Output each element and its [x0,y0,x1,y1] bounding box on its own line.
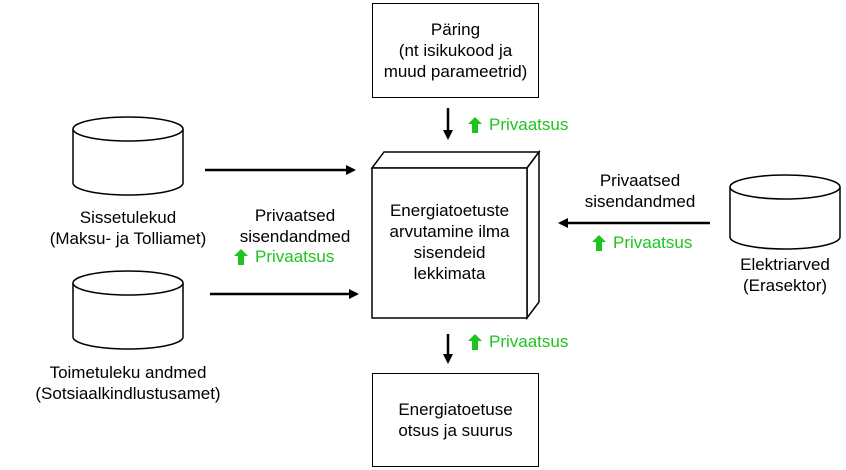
green-up-arrow-icon [592,234,606,251]
green-up-arrow-icon [468,116,482,133]
query-line-3: muud parameetrid) [383,62,528,81]
private-inputs-left-line-2: sisendandmed [239,227,351,246]
decision-line-2: otsus ja suurus [398,421,513,440]
decision-box: Energiatoetuse otsus ja suurus [372,373,539,467]
benefits-line-2: (Sotsiaalkindlustusamet) [35,384,221,403]
electricity-label: Elektriarved (Erasektor) [700,254,846,296]
benefits-label: Toimetuleku andmed (Sotsiaalkindlustusam… [0,362,256,404]
privacy-tag-left: Privaatsus [234,246,334,267]
privacy-tag-bottom-text: Privaatsus [489,332,569,351]
income-database-icon [72,116,184,196]
center-box-3d [370,149,541,321]
electricity-database-icon [729,174,841,250]
income-line-1: Sissetulekud [79,208,177,227]
private-inputs-right-line-2: sisendandmed [584,192,696,211]
private-inputs-right-line-1: Privaatsed [599,171,681,190]
center-box-text: Energiatoetuste arvutamine ilma sisendei… [372,200,527,284]
privacy-tag-top: Privaatsus [468,114,568,135]
center-line-3: sisendeid [413,243,486,262]
center-line-1: Energiatoetuste [389,201,510,220]
query-line-2: (nt isikukood ja [398,41,513,60]
privacy-tag-bottom: Privaatsus [468,331,568,352]
income-label: Sissetulekud (Maksu- ja Tolliamet) [8,207,248,249]
income-line-2: (Maksu- ja Tolliamet) [49,229,207,248]
privacy-tag-right: Privaatsus [592,232,692,253]
electricity-line-1: Elektriarved [740,255,830,274]
green-up-arrow-icon [234,248,248,265]
benefits-line-1: Toimetuleku andmed [49,363,207,382]
private-inputs-right-label: Privaatsed sisendandmed [570,170,710,212]
query-line-1: Päring [430,20,481,39]
electricity-line-2: (Erasektor) [742,276,828,295]
privacy-tag-left-text: Privaatsus [255,247,335,266]
center-line-4: lekkimata [413,264,486,283]
benefits-database-icon [72,270,184,350]
privacy-tag-right-text: Privaatsus [613,233,693,252]
decision-line-1: Energiatoetuse [398,400,513,419]
private-inputs-left-line-1: Privaatsed [254,206,336,225]
query-box: Päring (nt isikukood ja muud parameetrid… [372,3,539,98]
green-up-arrow-icon [468,333,482,350]
private-inputs-left-label: Privaatsed sisendandmed [215,205,375,247]
privacy-tag-top-text: Privaatsus [489,115,569,134]
center-line-2: arvutamine ilma [389,222,510,241]
